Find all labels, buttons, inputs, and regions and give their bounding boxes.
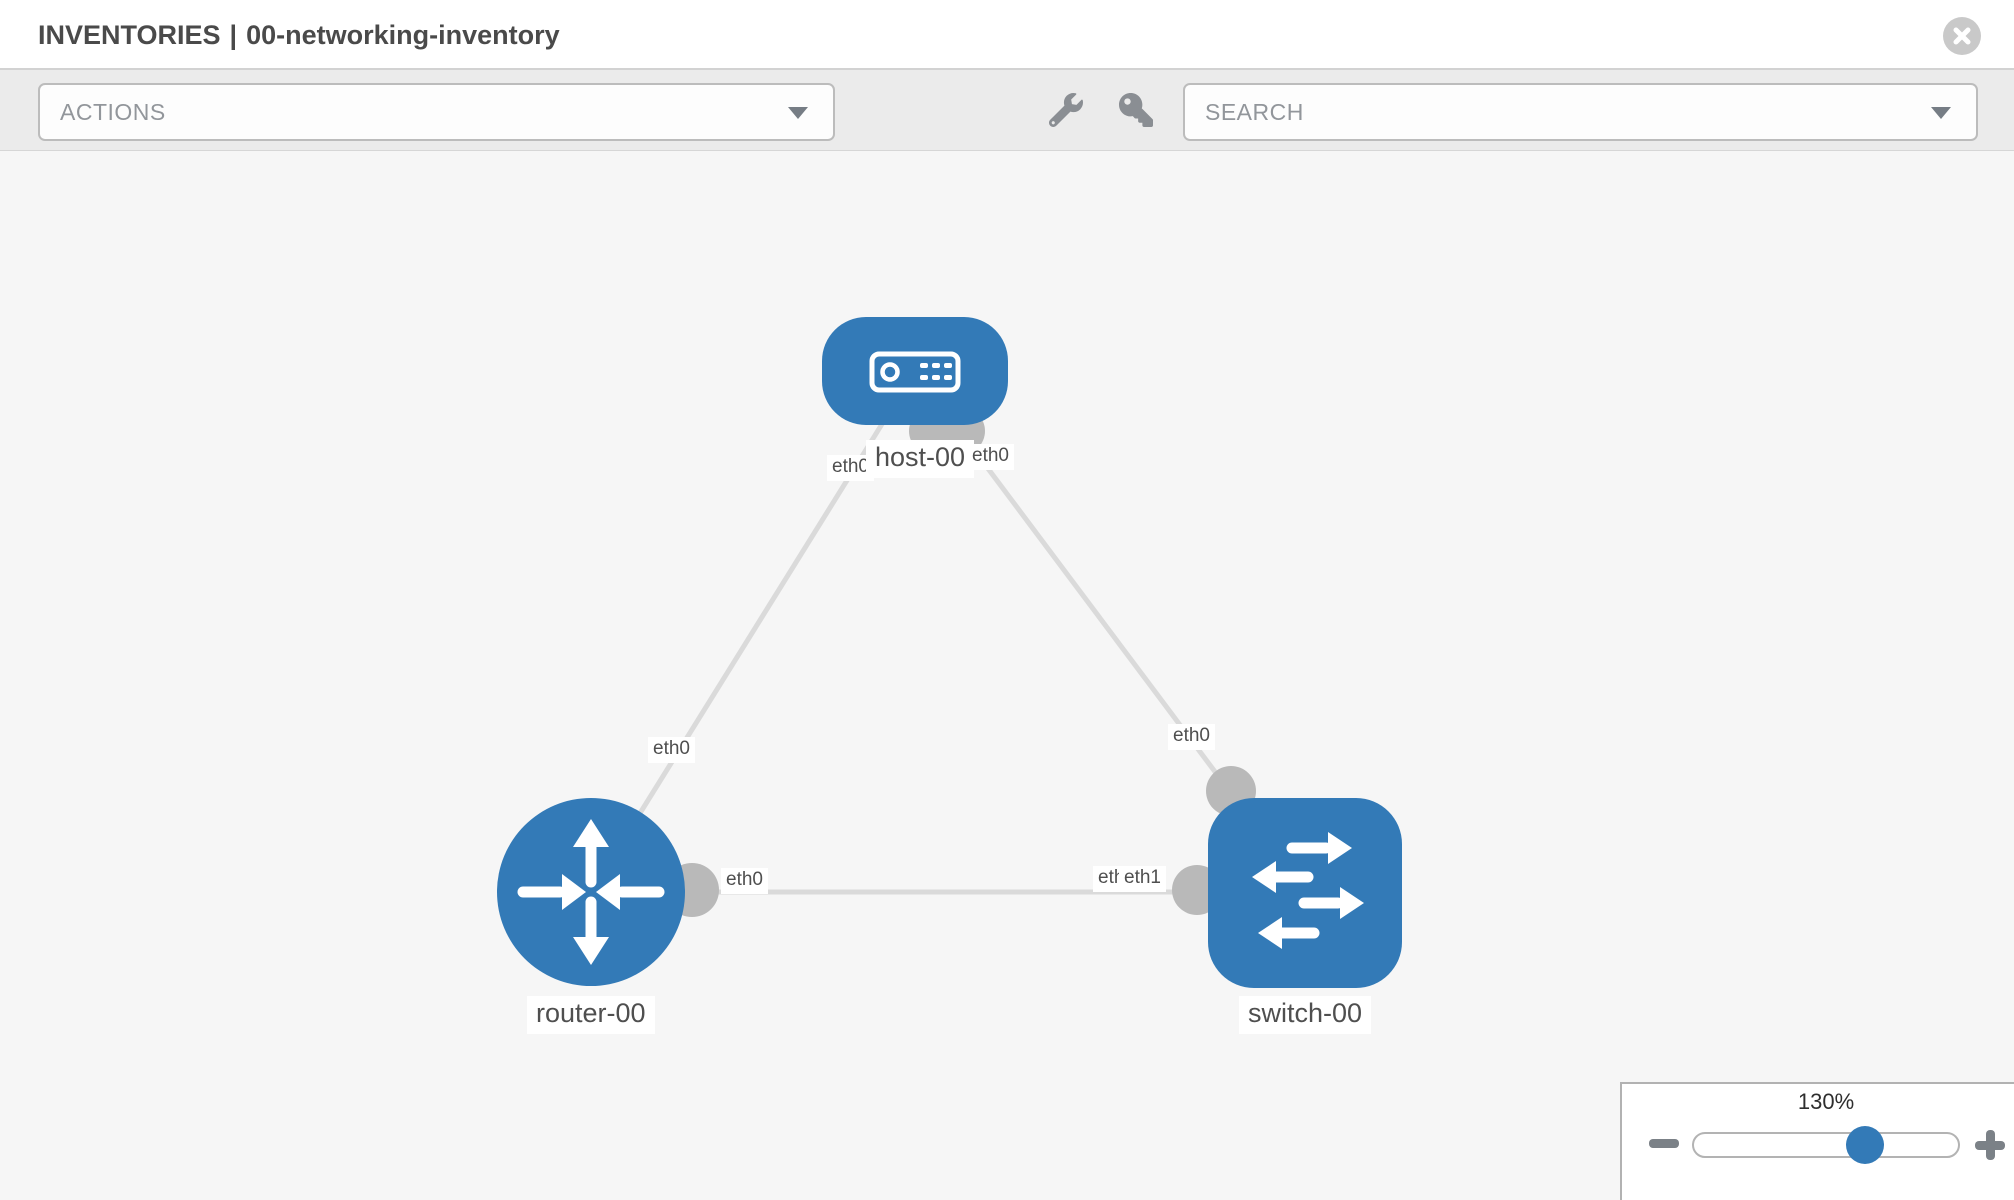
- close-button[interactable]: [1943, 17, 1981, 55]
- switch-icon: [1252, 832, 1364, 949]
- interface-label: eth0: [967, 444, 1014, 470]
- window-header: INVENTORIES | 00-networking-inventory: [0, 0, 2014, 70]
- zoom-level: 130%: [1797, 1089, 1855, 1114]
- wrench-icon: [1049, 93, 1083, 127]
- zoom-slider-knob[interactable]: [1846, 1126, 1884, 1164]
- caret-down-icon: [788, 107, 808, 119]
- interface-label: eth0: [1168, 724, 1215, 750]
- caret-down-icon: [1931, 107, 1951, 119]
- node-router-00[interactable]: [497, 798, 685, 986]
- search-dropdown[interactable]: SEARCH: [1183, 83, 1978, 141]
- close-icon: [1953, 27, 1971, 45]
- inventory-name: 00-networking-inventory: [246, 20, 560, 50]
- key-icon: [1119, 93, 1153, 127]
- zoom-slider-track[interactable]: [1692, 1132, 1960, 1158]
- credentials-button[interactable]: [1108, 82, 1164, 138]
- tools-button[interactable]: [1038, 82, 1094, 138]
- actions-dropdown[interactable]: ACTIONS: [38, 83, 835, 141]
- plus-icon[interactable]: [1975, 1130, 2005, 1160]
- interface-ports: [665, 407, 1256, 917]
- title-separator: |: [229, 20, 238, 50]
- toolbar: ACTIONS SEARCH: [0, 70, 2014, 151]
- node-host-00[interactable]: [822, 317, 1008, 425]
- node-switch-00[interactable]: [1208, 798, 1402, 988]
- page-title: INVENTORIES | 00-networking-inventory: [38, 0, 569, 70]
- router-icon: [517, 819, 665, 965]
- search-placeholder: SEARCH: [1205, 99, 1304, 125]
- minus-icon[interactable]: [1649, 1139, 1679, 1148]
- node-label-host-00: host-00: [866, 440, 975, 478]
- host-icon: [869, 351, 961, 393]
- topology-canvas[interactable]: [0, 151, 2014, 1200]
- topology-graph: [497, 317, 1402, 988]
- zoom-widget: 130%: [1620, 1082, 2014, 1200]
- actions-dropdown-label: ACTIONS: [60, 99, 166, 125]
- interface-label: eth0: [648, 737, 695, 763]
- breadcrumb: INVENTORIES: [38, 20, 221, 50]
- interface-label: eth0: [721, 868, 768, 894]
- node-label-switch-00: switch-00: [1239, 996, 1372, 1034]
- interface-label: eth1: [1119, 866, 1166, 892]
- node-label-router-00: router-00: [527, 996, 655, 1034]
